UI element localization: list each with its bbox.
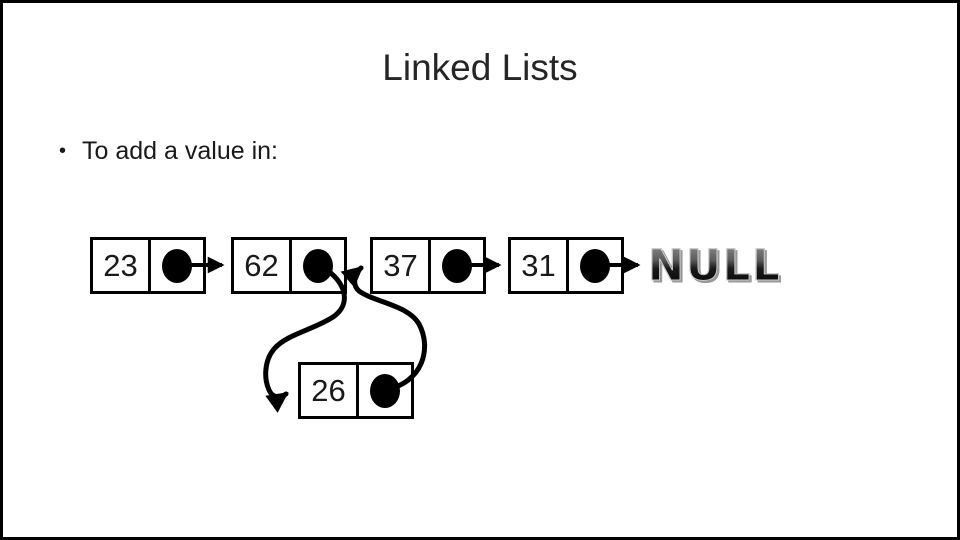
bullet-text: To add a value in: — [82, 137, 278, 165]
bullet-icon: • — [59, 140, 67, 162]
bullet-item: • To add a value in: — [59, 137, 278, 166]
pointer-dot-icon — [162, 248, 192, 283]
node-pointer-cell — [289, 240, 344, 291]
node-value: 26 — [311, 372, 346, 408]
pointer-dot-icon — [303, 248, 333, 283]
node-value: 37 — [383, 247, 418, 283]
page-title: Linked Lists — [382, 47, 578, 88]
node-value: 31 — [521, 247, 556, 283]
node-pointer-cell — [428, 240, 483, 291]
node-value: 62 — [244, 247, 279, 283]
node-pointer-cell — [356, 365, 411, 416]
node-pointer-cell — [566, 240, 621, 291]
node-62: 62 — [231, 237, 347, 294]
node-31: 31 — [508, 237, 624, 294]
pointer-dot-icon — [580, 248, 610, 283]
node-value: 23 — [103, 247, 138, 283]
null-label: NULL — [648, 241, 782, 292]
node-pointer-cell — [148, 240, 203, 291]
pointer-dot-icon — [370, 373, 400, 408]
pointer-dot-icon — [442, 248, 472, 283]
node-26: 26 — [298, 362, 414, 419]
node-37: 37 — [370, 237, 486, 294]
node-23: 23 — [90, 237, 206, 294]
